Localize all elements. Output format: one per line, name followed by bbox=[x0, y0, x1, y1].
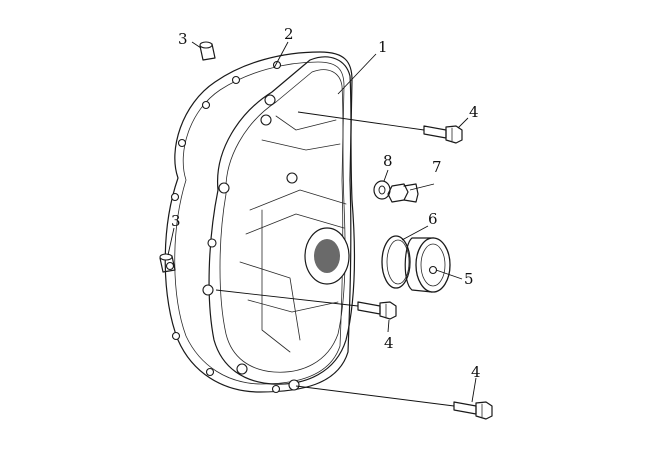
callout-4: 4 bbox=[469, 103, 479, 121]
leader-line bbox=[295, 385, 455, 407]
bolt-boss bbox=[260, 114, 272, 126]
gasket bbox=[164, 51, 353, 394]
callout-5: 5 bbox=[464, 270, 474, 288]
leader-line bbox=[167, 227, 175, 256]
cap bbox=[404, 237, 451, 293]
bolt bbox=[357, 301, 397, 320]
bolt-boss bbox=[264, 94, 276, 106]
callout-2: 2 bbox=[284, 25, 294, 43]
leader-line bbox=[383, 169, 389, 182]
callout-1: 1 bbox=[378, 38, 388, 56]
callout-4: 4 bbox=[384, 334, 394, 352]
leader-line bbox=[273, 41, 289, 69]
callout-6: 6 bbox=[428, 210, 438, 228]
bolt-boss bbox=[288, 379, 300, 391]
gasket-hole bbox=[170, 192, 180, 202]
bolt-boss bbox=[286, 172, 298, 184]
leader-line bbox=[215, 289, 359, 307]
callout-7: 7 bbox=[432, 158, 442, 176]
dowel-pin bbox=[159, 253, 176, 273]
leader-line bbox=[297, 111, 425, 131]
callout-8: 8 bbox=[383, 152, 393, 170]
gasket-hole bbox=[205, 367, 215, 377]
o-ring bbox=[381, 235, 411, 289]
bolt-boss bbox=[207, 238, 217, 248]
gasket-hole bbox=[171, 331, 181, 341]
leader-line bbox=[387, 319, 390, 333]
gasket-hole bbox=[177, 138, 187, 148]
crankcase-cover bbox=[202, 56, 356, 391]
gasket-hole bbox=[201, 100, 211, 110]
callout-4: 4 bbox=[471, 363, 481, 381]
leader-line bbox=[457, 117, 469, 129]
leader-line bbox=[409, 183, 435, 191]
leader-line bbox=[435, 269, 463, 280]
washer bbox=[373, 180, 391, 200]
leader-line bbox=[471, 377, 477, 403]
dowel-pin bbox=[199, 41, 216, 61]
bolt-boss bbox=[236, 363, 248, 375]
bolt-boss bbox=[218, 182, 230, 194]
gasket-hole bbox=[271, 384, 281, 394]
callout-3: 3 bbox=[171, 212, 181, 230]
leader-line bbox=[191, 41, 202, 49]
gasket-hole bbox=[165, 261, 175, 271]
leader-line bbox=[337, 53, 377, 95]
bolt bbox=[423, 125, 463, 144]
callout-3: 3 bbox=[178, 30, 188, 48]
leader-lines bbox=[167, 41, 477, 407]
bolt bbox=[453, 401, 493, 420]
bolt-boss bbox=[202, 284, 214, 296]
gasket-hole bbox=[231, 75, 241, 85]
leader-line bbox=[401, 225, 429, 241]
cover-bore bbox=[314, 239, 340, 273]
plug-bolt bbox=[387, 183, 419, 203]
